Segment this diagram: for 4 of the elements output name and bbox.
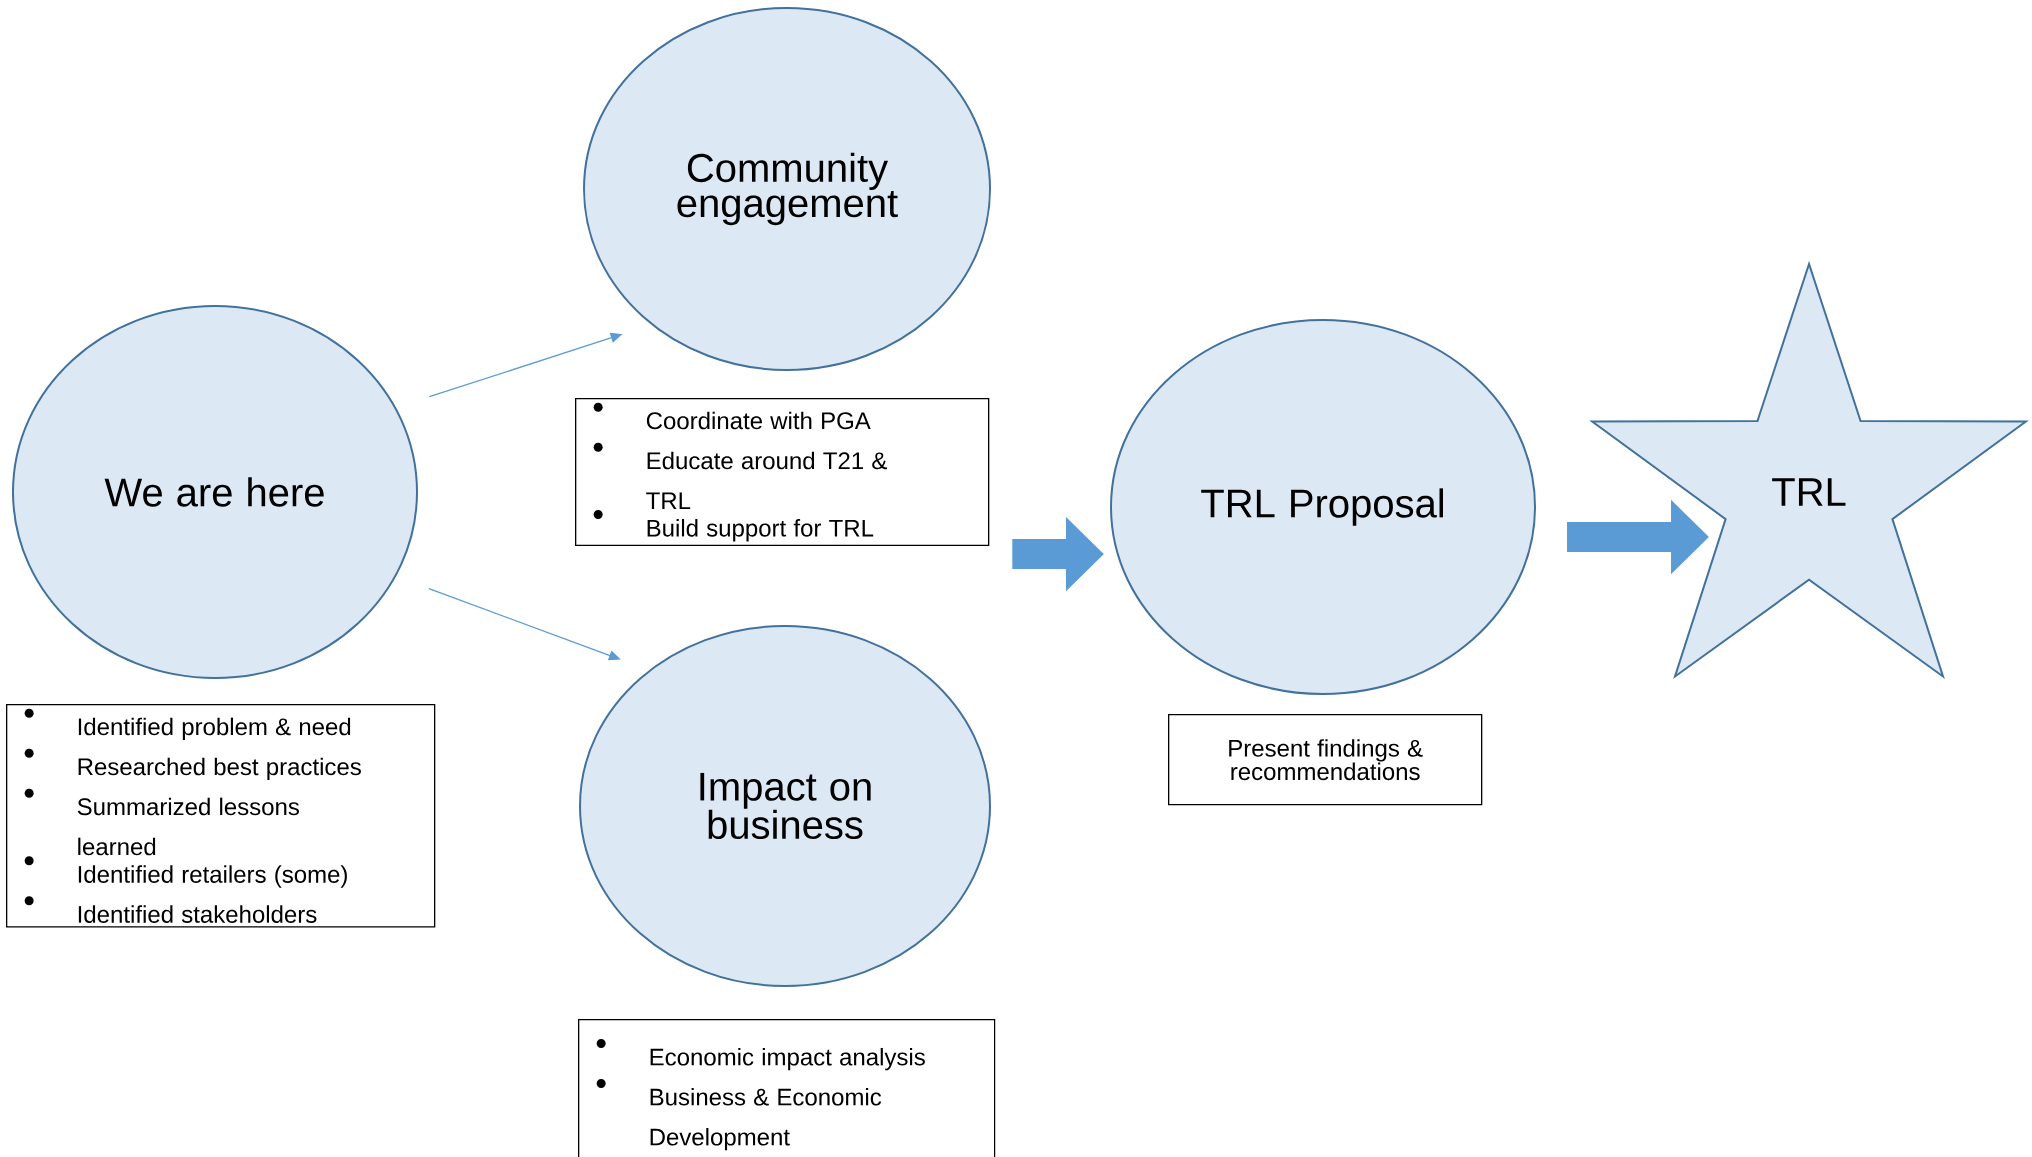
- bullet-list-box: Economic impact analysis Business & Economic Development: [578, 1019, 996, 1157]
- bullet-list-box: Identified problem & need Researched best practices Summarized lessons learned Identified retailers (some) Identified stakeholders: [6, 704, 436, 928]
- text-box: Present findings & recommendations: [1168, 714, 1483, 806]
- bullet-list-box: Coordinate with PGA Educate around T21 & TRL Build support for TRL: [575, 398, 990, 547]
